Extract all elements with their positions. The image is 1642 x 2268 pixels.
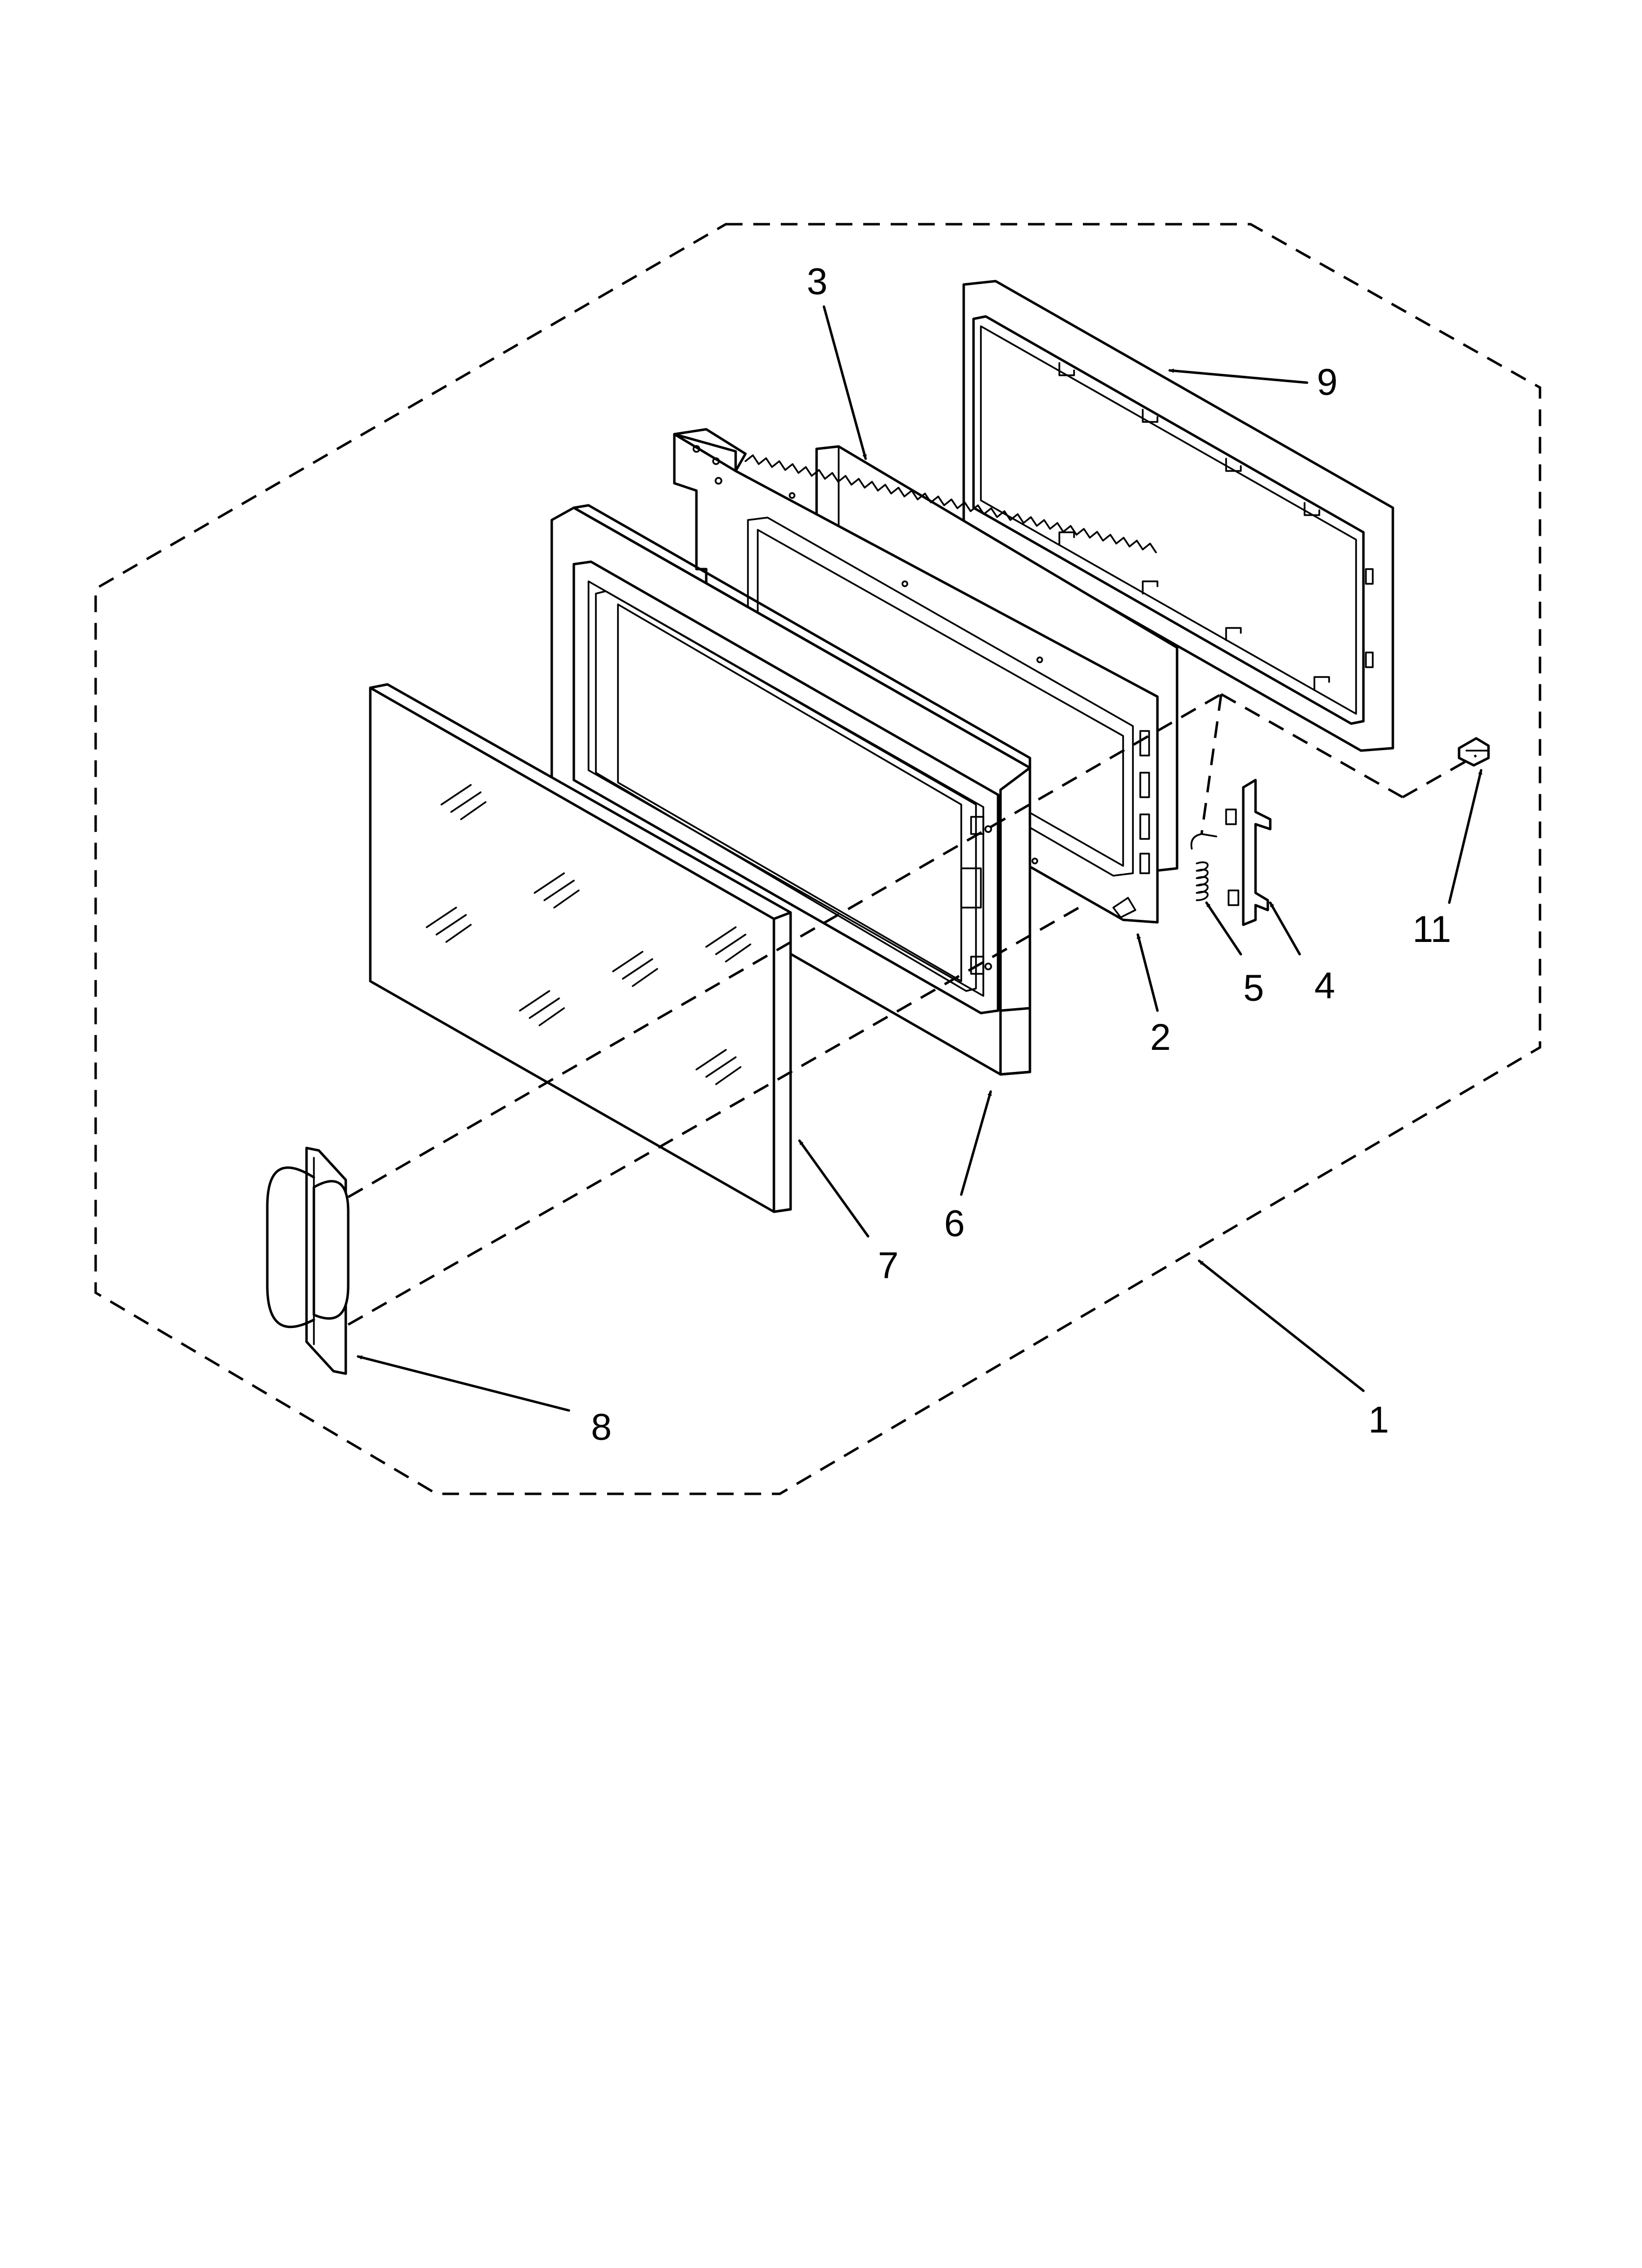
leader-arrows	[357, 305, 1483, 1412]
callout-2: 2	[1150, 1017, 1171, 1058]
part-8-door-handle	[266, 1147, 350, 1375]
callout-11: 11	[1412, 909, 1451, 950]
callout-1: 1	[1368, 1399, 1389, 1441]
alignment-lines	[347, 693, 1477, 1326]
part-7-outer-glass	[369, 683, 792, 1213]
part-11-screw	[1458, 737, 1490, 767]
callout-9: 9	[1317, 362, 1337, 403]
callout-7: 7	[878, 1245, 898, 1286]
callout-6: 6	[944, 1203, 965, 1245]
part-9-choke-frame	[962, 280, 1394, 752]
glass-reflection-marks	[426, 784, 751, 1085]
callout-3: 3	[807, 261, 827, 303]
assembly-boundary	[94, 223, 1541, 1495]
callout-labels: 3 9 2 4 5 11 6 7 8 1	[591, 261, 1451, 1448]
callout-8: 8	[591, 1407, 612, 1448]
part-5-spring	[1190, 833, 1217, 901]
part-4-latch	[1225, 779, 1272, 926]
callout-5: 5	[1243, 967, 1264, 1009]
callout-4: 4	[1314, 965, 1335, 1007]
part-6-door-frame	[550, 504, 1031, 1076]
